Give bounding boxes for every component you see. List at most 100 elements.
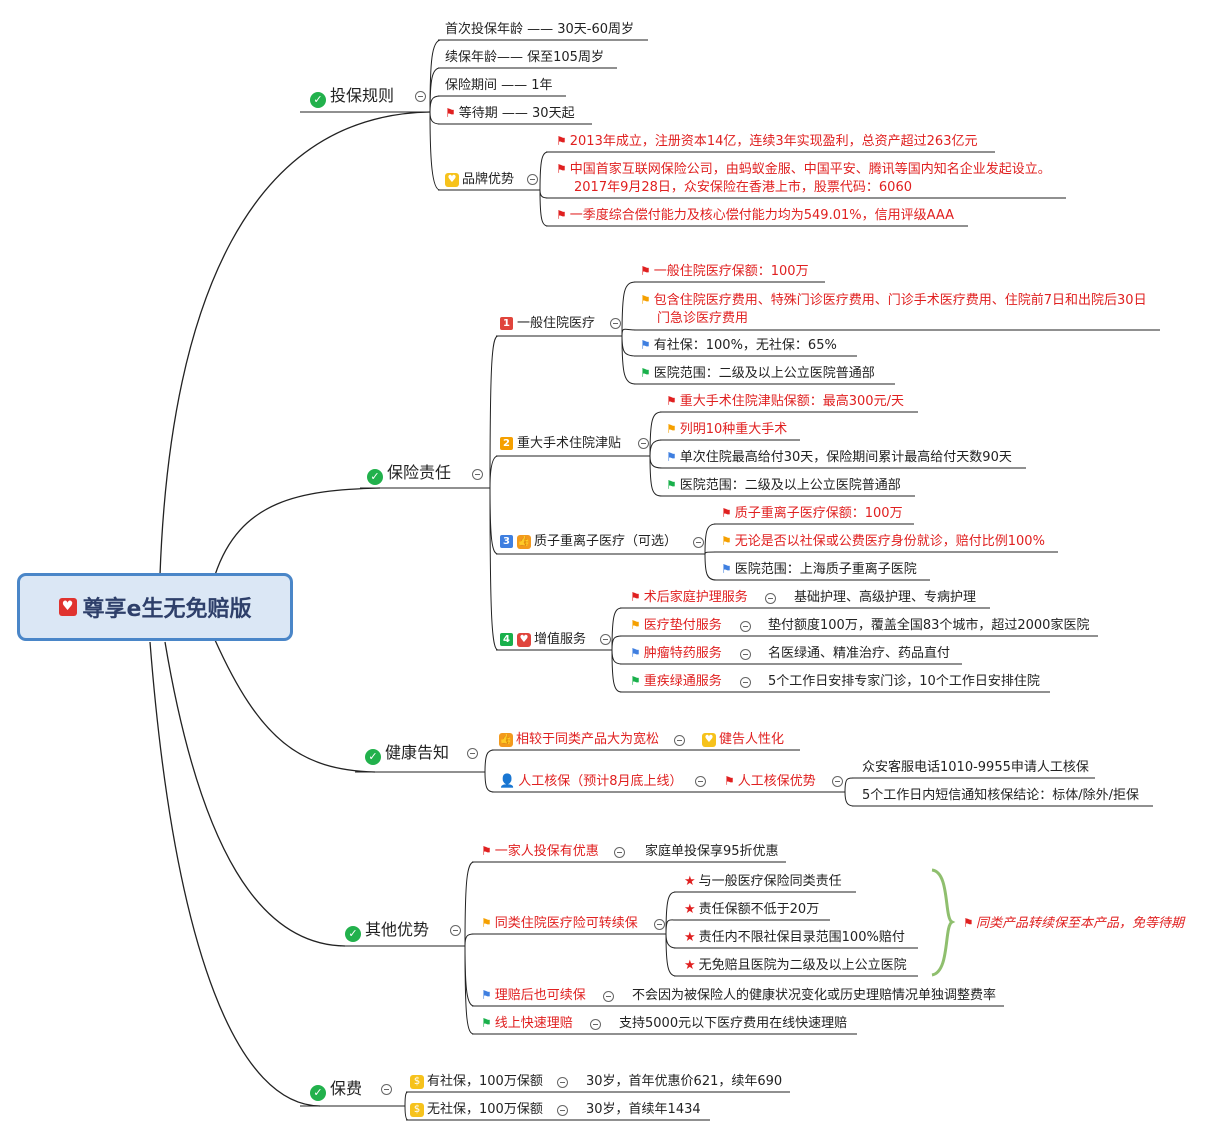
list-item: ⚑肿瘤特药服务 [630, 646, 722, 661]
list-item: 首次投保年龄 —— 30天-60周岁 [445, 22, 635, 37]
list-item: ★责任内不限社保目录范围100%赔付 [684, 930, 905, 945]
list-item: 5个工作日内短信通知核保结论：标体/除外/拒保 [862, 788, 1140, 803]
heart-badge-icon: ♥ [445, 173, 459, 187]
collapse-icon[interactable] [614, 847, 625, 858]
flag-icon: ⚑ [556, 162, 567, 176]
heart-icon: ♥ [58, 598, 77, 616]
check-icon: ✓ [367, 469, 383, 485]
flag-icon: ⚑ [481, 988, 492, 1002]
collapse-icon[interactable] [590, 1019, 601, 1030]
collapse-icon[interactable] [740, 649, 751, 660]
list-item: ⚑单次住院最高给付30天，保险期间累计最高给付天数90天 [666, 450, 1012, 465]
flag-icon: ⚑ [721, 534, 732, 548]
list-item: ★与一般医疗保险同类责任 [684, 874, 842, 889]
list-item: ⚑无论是否以社保或公费医疗身份就诊，赔付比例100% [721, 534, 1045, 549]
duty-proton[interactable]: 3👍质子重离子医疗（可选） [500, 533, 677, 550]
flag-icon: ⚑ [556, 134, 567, 148]
collapse-icon[interactable] [695, 776, 706, 787]
list-item-desc: 支持5000元以下医疗费用在线快速理赔 [619, 1016, 848, 1031]
thumbs-up-icon: 👍 [517, 535, 531, 549]
branch-premium[interactable]: ✓保费 [310, 1079, 362, 1101]
list-item: ⚑医院范围：上海质子重离子医院 [721, 562, 917, 577]
collapse-icon[interactable] [557, 1105, 568, 1116]
list-item: ★责任保额不低于20万 [684, 902, 820, 917]
dollar-icon: $ [410, 1075, 424, 1089]
flag-icon: ⚑ [556, 208, 567, 222]
collapse-icon[interactable] [527, 174, 538, 185]
other-fast: ⚑线上快速理赔 [481, 1016, 573, 1031]
flag-icon: ⚑ [481, 916, 492, 930]
list-item-desc: 30岁，首年优惠价621，续年690 [586, 1074, 783, 1089]
list-item: ⚑术后家庭护理服务 [630, 590, 748, 605]
collapse-icon[interactable] [600, 634, 611, 645]
branch-health[interactable]: ✓健康告知 [365, 743, 449, 765]
collapse-icon[interactable] [381, 1084, 392, 1095]
list-item: ⚑一季度综合偿付能力及核心偿付能力均为549.01%，信用评级AAA [556, 208, 955, 223]
collapse-icon[interactable] [603, 991, 614, 1002]
list-item-desc: 家庭单投保享95折优惠 [645, 844, 779, 859]
flag-icon: ⚑ [666, 478, 677, 492]
list-item: ⚑医院范围：二级及以上公立医院普通部 [640, 366, 875, 381]
list-item-desc: 基础护理、高级护理、专病护理 [794, 590, 977, 605]
list-item: ⚑包含住院医疗费用、特殊门诊医疗费用、门诊手术医疗费用、住院前7日和出院后30日 [640, 293, 1147, 308]
list-item: 门急诊医疗费用 [657, 311, 749, 326]
collapse-icon[interactable] [740, 621, 751, 632]
flag-icon: ⚑ [721, 506, 732, 520]
collapse-icon[interactable] [610, 318, 621, 329]
duty-value[interactable]: 4♥增值服务 [500, 631, 586, 648]
flag-icon: ⚑ [721, 562, 732, 576]
flag-icon: ⚑ [630, 618, 641, 632]
collapse-icon[interactable] [693, 537, 704, 548]
check-icon: ✓ [345, 926, 361, 942]
collapse-icon[interactable] [674, 735, 685, 746]
star-icon: ★ [684, 958, 696, 973]
collapse-icon[interactable] [740, 677, 751, 688]
check-icon: ✓ [310, 92, 326, 108]
list-item: ⚑等待期 —— 30天起 [445, 106, 575, 121]
branch-rules-label: 投保规则 [330, 86, 395, 105]
person-icon: 👤 [499, 774, 516, 789]
collapse-icon[interactable] [654, 919, 665, 930]
check-icon: ✓ [365, 749, 381, 765]
flag-icon: ⚑ [640, 366, 651, 380]
collapse-icon[interactable] [415, 91, 426, 102]
list-item: ⚑中国首家互联网保险公司，由蚂蚁金服、中国平安、腾讯等国内知名企业发起设立。 [556, 162, 1051, 177]
collapse-icon[interactable] [472, 469, 483, 480]
collapse-icon[interactable] [557, 1077, 568, 1088]
collapse-icon[interactable] [832, 776, 843, 787]
flag-icon: ⚑ [964, 916, 973, 930]
flag-icon: ⚑ [630, 590, 641, 604]
health-personal: ♥健告人性化 [702, 731, 784, 748]
heart-icon: ♥ [517, 633, 531, 647]
list-item: ⚑重疾绿通服务 [630, 674, 722, 689]
list-item-desc: 名医绿通、精准治疗、药品直付 [768, 646, 951, 661]
other-claim: ⚑理赔后也可续保 [481, 988, 586, 1003]
collapse-icon[interactable] [638, 438, 649, 449]
star-icon: ★ [684, 930, 696, 945]
list-item: ⚑列明10种重大手术 [666, 422, 788, 437]
star-icon: ★ [684, 874, 696, 889]
transfer-note: ⚑同类产品转续保至本产品，免等待期 [964, 916, 1185, 931]
list-item-desc: 30岁，首续年1434 [586, 1102, 701, 1117]
root-title: 尊享e生无免赔版 [82, 597, 252, 622]
other-family: ⚑一家人投保有优惠 [481, 844, 599, 859]
collapse-icon[interactable] [450, 925, 461, 936]
list-item: ⚑重大手术住院津贴保额：最高300元/天 [666, 394, 904, 409]
list-item: ⚑质子重离子医疗保额：100万 [721, 506, 903, 521]
flag-icon: ⚑ [640, 338, 651, 352]
branch-duty[interactable]: ✓保险责任 [367, 463, 451, 485]
collapse-icon[interactable] [765, 593, 776, 604]
premium-item: $有社保，100万保额 [410, 1073, 543, 1090]
list-item: ⚑医疗垫付服务 [630, 618, 722, 633]
flag-icon: ⚑ [666, 450, 677, 464]
brand-node[interactable]: ♥品牌优势 [445, 171, 514, 188]
branch-other[interactable]: ✓其他优势 [345, 920, 429, 942]
root-node[interactable]: ♥ 尊享e生无免赔版 [17, 573, 293, 641]
list-item-desc: 垫付额度100万，覆盖全国83个城市，超过2000家医院 [768, 618, 1090, 633]
collapse-icon[interactable] [467, 748, 478, 759]
branch-rules[interactable]: ✓投保规则 [310, 86, 394, 108]
health-loose: 👍相较于同类产品大为宽松 [499, 732, 660, 747]
list-item: 续保年龄—— 保至105周岁 [445, 50, 604, 65]
